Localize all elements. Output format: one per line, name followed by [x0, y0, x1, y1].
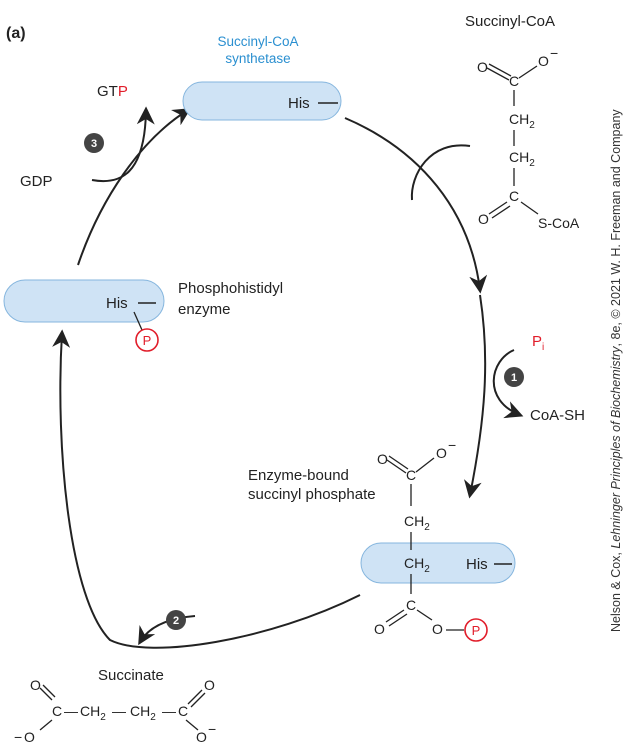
coa-sh-label: CoA-SH [530, 407, 585, 424]
step2-side-arc [138, 615, 196, 646]
succinate-label: Succinate [98, 667, 164, 684]
phosphohistidyl-label-line2: enzyme [178, 301, 231, 318]
bound-label-line2: succinyl phosphate [248, 486, 376, 503]
svg-text:O: O [478, 211, 489, 227]
svg-text:O: O [436, 445, 447, 461]
step2-badge [166, 610, 186, 630]
svg-text:—: — [64, 703, 78, 719]
svg-text:CH2: CH2 [509, 149, 535, 169]
arrow-right-down [463, 294, 487, 499]
step3-side-arc [91, 106, 155, 182]
credit-line: Nelson & Cox, Lehninger Principles of Bi… [609, 109, 623, 632]
enzyme-top-his: His [288, 95, 310, 112]
svg-text:S-CoA: S-CoA [538, 215, 580, 231]
step1-side-arc [492, 349, 524, 419]
step3-number: 3 [91, 138, 97, 150]
step1-badge [504, 367, 524, 387]
enzyme-top [182, 81, 342, 121]
step2-number: 2 [173, 615, 179, 627]
svg-text:—: — [112, 703, 126, 719]
succinate-structure: O C — CH2 — CH2 — C − O O O − [14, 677, 216, 745]
svg-text:CH2: CH2 [509, 111, 535, 131]
panel-label: (a) [6, 25, 26, 42]
svg-text:C: C [509, 73, 519, 89]
svg-text:O: O [477, 59, 488, 75]
step3-badge [84, 133, 104, 153]
svg-text:P: P [472, 623, 481, 638]
svg-text:−: − [208, 721, 216, 737]
svg-text:O: O [432, 621, 443, 637]
svg-text:CH2: CH2 [404, 555, 430, 575]
svg-text:−: − [448, 437, 456, 453]
svg-text:O: O [377, 451, 388, 467]
step1-number: 1 [511, 372, 517, 384]
enzyme-bottom-his: His [466, 556, 488, 573]
svg-text:—: — [162, 703, 176, 719]
svg-text:O: O [374, 621, 385, 637]
enzyme-bottom [360, 542, 516, 584]
arrow-left-up [77, 108, 192, 266]
svg-text:CH2: CH2 [404, 513, 430, 533]
svg-text:CH2: CH2 [80, 703, 106, 723]
arrow-top-right [344, 117, 488, 294]
enzyme-left [3, 279, 165, 323]
svg-text:−: − [550, 45, 558, 61]
svg-text:O: O [204, 677, 215, 693]
pi-label: Pi [532, 333, 544, 353]
svg-text:C: C [406, 597, 416, 613]
gtp-label: GTP [97, 83, 128, 100]
svg-text:O: O [30, 677, 41, 693]
arrow-bottom-left [52, 329, 361, 649]
svg-text:O: O [24, 729, 35, 745]
svg-text:C: C [52, 703, 62, 719]
enzyme-name-line2: synthetase [225, 51, 290, 66]
bound-label-line1: Enzyme-bound [248, 467, 349, 484]
enzyme-left-his: His [106, 295, 128, 312]
svg-text:C: C [178, 703, 188, 719]
phosphate-left-p: P [143, 333, 152, 348]
enzyme-name-line1: Succinyl-CoA [217, 34, 298, 49]
phosphohistidyl-label-line1: Phosphohistidyl [178, 280, 283, 297]
phosphate-left-circle [135, 328, 159, 352]
svg-text:CH2: CH2 [130, 703, 156, 723]
svg-text:−: − [14, 729, 22, 745]
succinyl-coa-structure: O C O − CH2 CH2 C O S-CoA [477, 45, 580, 231]
gdp-label: GDP [20, 173, 53, 190]
svg-text:O: O [538, 53, 549, 69]
svg-text:C: C [406, 467, 416, 483]
svg-text:C: C [509, 188, 519, 204]
succinyl-phosphate-structure: O C O − CH2 CH2 C O O P [374, 437, 488, 642]
svg-text:O: O [196, 729, 207, 745]
succinyl-coa-entry-arc [410, 144, 471, 201]
succinyl-coa-title: Succinyl-CoA [465, 13, 555, 30]
